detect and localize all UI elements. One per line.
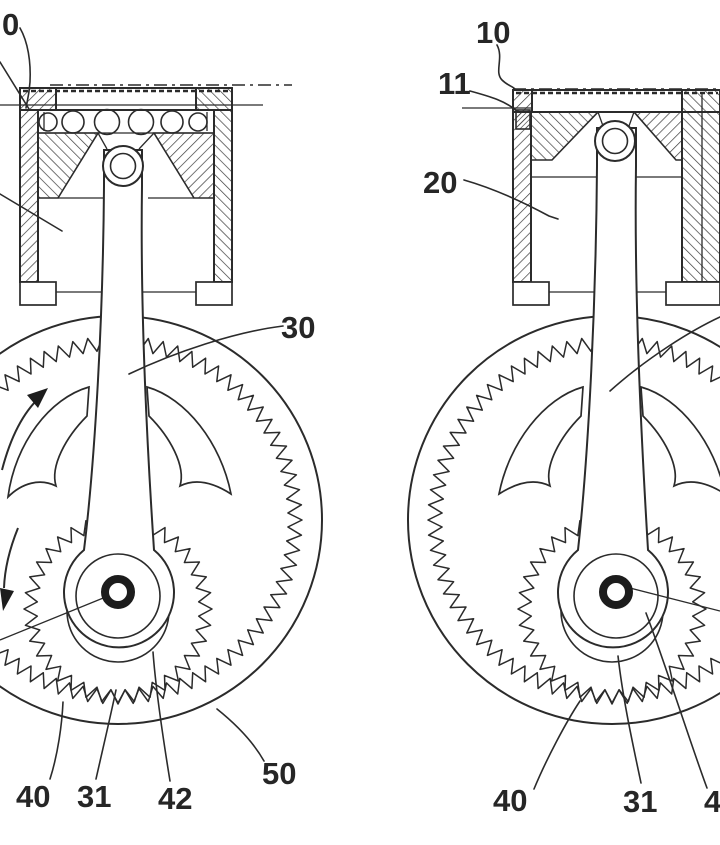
crown-block-left <box>513 90 532 112</box>
gear-wheel-rim <box>408 316 720 724</box>
crank-counterweight-right <box>641 387 720 494</box>
leader-31-left <box>96 690 116 779</box>
right-mechanism: 10 11 20 40 31 4 <box>408 15 720 819</box>
cylinder-wall-right <box>214 110 232 282</box>
skirt-foot-right <box>196 282 232 305</box>
skirt-foot-right <box>666 282 720 305</box>
ball-bearing <box>129 110 154 135</box>
skirt-foot-left <box>513 282 549 305</box>
label-42: 42 <box>158 781 192 816</box>
label-11: 11 <box>438 66 471 101</box>
ball-bearing <box>62 111 84 133</box>
piston-pin-boss <box>103 146 143 186</box>
ball-bearing-row <box>38 110 214 135</box>
leader-42 <box>153 652 170 781</box>
piston-interior-right <box>154 133 214 198</box>
ball-bearing <box>189 113 207 131</box>
cylinder-wall-right <box>682 112 720 282</box>
leader-40-right <box>534 701 580 789</box>
leader-50 <box>217 709 264 761</box>
piston-interior-left <box>531 112 598 160</box>
ball-bearing <box>95 110 120 135</box>
rotation-arrow-pinion <box>0 528 18 611</box>
crank-counterweight-left <box>8 387 89 497</box>
ball-bearing <box>161 111 183 133</box>
skirt-foot-left <box>20 282 56 305</box>
piston-pin-boss <box>595 121 635 161</box>
label-30: 30 <box>281 310 315 345</box>
piston-interior-right <box>634 112 682 160</box>
cylinder-wall-left <box>513 112 531 282</box>
label-40: 40 <box>16 779 50 814</box>
label-40: 40 <box>493 783 527 818</box>
leader-20 <box>464 180 558 219</box>
leader-10 <box>497 45 516 90</box>
piston-interior-left <box>38 133 98 198</box>
label-31: 31 <box>77 779 111 814</box>
crank-counterweight-left <box>499 387 583 494</box>
label-20: 20 <box>423 165 457 200</box>
label-50: 50 <box>262 756 296 791</box>
leader-31-right <box>618 656 641 783</box>
label-10-partial: 0 <box>2 7 19 42</box>
crank-counterweight-right <box>147 387 231 494</box>
label-42-partial: 4 <box>704 784 720 819</box>
crank-pin <box>603 579 629 605</box>
cylinder-wall-left <box>20 110 38 282</box>
left-mechanism: 0 30 40 31 42 50 <box>0 7 322 816</box>
label-10: 10 <box>476 15 510 50</box>
crank-pin <box>105 579 131 605</box>
label-31: 31 <box>623 784 657 819</box>
ball-bearing <box>39 113 57 131</box>
leader-11-left <box>0 62 29 109</box>
